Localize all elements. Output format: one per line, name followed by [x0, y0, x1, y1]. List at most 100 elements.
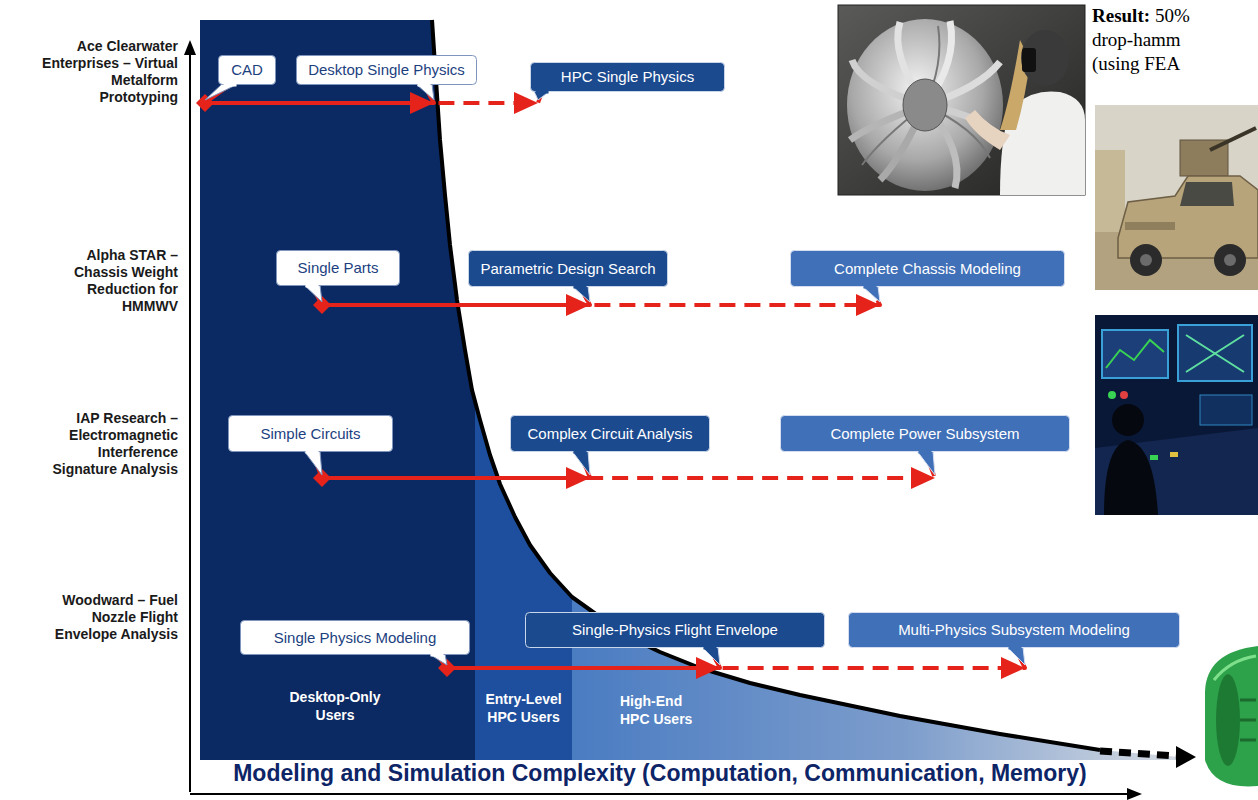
progress-arrow	[312, 452, 590, 489]
callout-body	[277, 251, 400, 286]
callout-text: Desktop Single Physics	[308, 61, 465, 79]
fuel-nozzle-model	[1240, 700, 1256, 740]
humvee-photo	[1095, 105, 1258, 290]
callout-tail-join	[431, 653, 444, 657]
arrow-line	[437, 648, 720, 668]
callout-tail-join	[224, 83, 237, 87]
callout-bubble: Single Physics Modeling	[240, 620, 470, 655]
note-text: 50%	[1155, 4, 1190, 28]
callout-body	[241, 621, 470, 655]
control-room-photo	[1120, 391, 1128, 399]
arrow-line	[710, 648, 1025, 668]
fuel-nozzle-model	[1205, 646, 1258, 786]
callout-text: Complex Circuit Analysis	[527, 425, 692, 443]
callout-text: Parametric Design Search	[480, 260, 655, 278]
callout-bubble: Complete Chassis Modeling	[790, 250, 1065, 287]
band-text: Entry-Level HPC Users	[476, 690, 571, 726]
callout-body	[229, 416, 393, 452]
row-label: Alpha STAR – Chassis Weight Reduction fo…	[38, 247, 178, 315]
row-label: Woodward – Fuel Nozzle Flight Envelope A…	[38, 592, 178, 643]
high-end-hpc-region	[572, 597, 1180, 760]
fuel-nozzle-model	[1214, 656, 1256, 680]
callout-body	[531, 63, 725, 92]
turbine-photo	[847, 19, 1003, 191]
fuel-nozzle-model	[1216, 674, 1240, 766]
humvee-photo	[1210, 128, 1256, 150]
callout-bubble: HPC Single Physics	[530, 62, 725, 92]
control-room-photo	[1108, 391, 1116, 399]
humvee-photo	[1095, 105, 1258, 290]
row-label: Ace Clearwater Enterprises – Virtual Met…	[38, 38, 178, 106]
control-room-photo	[1102, 330, 1168, 378]
control-room-photo	[1095, 428, 1258, 515]
band-text: Desktop-Only Users	[280, 688, 390, 724]
control-room-photo	[1112, 404, 1144, 436]
callout-tail	[1007, 647, 1025, 665]
progress-arrow	[710, 648, 1025, 679]
callout-text: Multi-Physics Subsystem Modeling	[898, 621, 1130, 639]
progress-arrow	[312, 286, 590, 316]
turbine-photo	[1022, 48, 1036, 72]
callout-body	[219, 56, 276, 85]
callout-bubble: Parametric Design Search	[468, 250, 668, 287]
progress-arrow	[580, 287, 880, 316]
band-text: High-End HPC Users	[620, 692, 700, 728]
axis-arrow	[190, 793, 1128, 795]
callout-tail-join	[864, 285, 877, 289]
note-line: Result:50%	[1092, 4, 1190, 28]
callout-tail-join	[418, 83, 431, 87]
callout-tail-join	[704, 646, 717, 650]
arrow-line	[580, 452, 935, 478]
callout-text: Single-Physics Flight Envelope	[572, 621, 778, 639]
callout-bubble: Complex Circuit Analysis	[510, 415, 710, 452]
user-band: Desktop-Only Users	[200, 676, 470, 760]
adoption-curve	[1100, 751, 1176, 756]
turbine-photo	[965, 110, 1010, 150]
callout-tail-join	[574, 450, 587, 454]
control-room-photo	[1178, 325, 1252, 381]
callout-bubble: Complete Power Subsystem	[780, 415, 1070, 452]
humvee-photo	[1130, 244, 1162, 276]
control-room-photo	[1106, 340, 1164, 368]
humvee-photo	[1140, 254, 1152, 266]
progress-arrow	[437, 648, 720, 679]
arrow-line	[312, 286, 590, 305]
callout-tail	[572, 451, 590, 475]
control-room-photo	[1186, 335, 1244, 372]
humvee-photo	[1125, 222, 1175, 230]
turbine-photo	[903, 79, 947, 131]
turbine-photo	[838, 5, 1085, 195]
callout-bubble: Multi-Physics Subsystem Modeling	[848, 612, 1180, 648]
callout-tail	[702, 647, 720, 665]
arrow-line	[580, 287, 880, 305]
humvee-photo	[1180, 182, 1234, 206]
callout-body	[297, 56, 477, 85]
fuel-nozzle-model	[1205, 646, 1258, 786]
control-room-photo	[1186, 335, 1244, 372]
callout-body	[469, 251, 668, 287]
desktop-region	[200, 20, 475, 760]
callout-text: CAD	[231, 61, 263, 79]
control-room-photo	[1200, 395, 1252, 425]
callout-bubble: Single Parts	[276, 250, 400, 286]
arrow-line	[205, 85, 434, 103]
turbine-photo	[1021, 30, 1069, 86]
progress-arrow	[196, 85, 434, 114]
callout-text: Complete Power Subsystem	[830, 425, 1019, 443]
callout-bubble: Desktop Single Physics	[296, 55, 477, 85]
callout-tail-join	[536, 90, 549, 94]
callout-tail-join	[574, 285, 587, 289]
callout-text: Single Parts	[298, 259, 379, 277]
callout-bubble: Simple Circuits	[228, 415, 393, 452]
callout-body	[511, 416, 710, 452]
control-room-photo	[1095, 315, 1258, 515]
callout-tail	[917, 451, 935, 475]
callout-text: Simple Circuits	[260, 425, 360, 443]
note-line: (using FEA	[1092, 52, 1190, 76]
callout-bubble: CAD	[218, 55, 276, 85]
callout-tail-join	[306, 284, 319, 288]
callout-body	[526, 613, 825, 648]
note-text: drop-hamm	[1092, 28, 1181, 52]
